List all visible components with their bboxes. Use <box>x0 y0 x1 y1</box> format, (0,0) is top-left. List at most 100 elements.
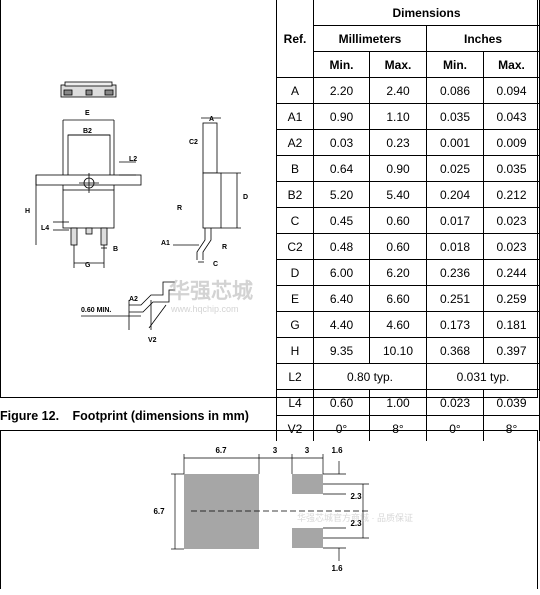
cell: 0.043 <box>482 103 540 130</box>
cell: 0.023 <box>482 207 540 234</box>
dim-gap: 3 <box>273 446 278 455</box>
cell: 0.023 <box>482 233 540 260</box>
header-dimensions: Dimensions <box>312 0 540 26</box>
cell: 5.20 <box>313 181 370 208</box>
dimensions-panel: E B2 L2 H L4 G B A C2 D R R A1 C A2 0.60… <box>0 0 540 441</box>
cell: 0.001 <box>426 129 484 156</box>
cell: 0.03 <box>313 129 370 156</box>
cell: A2 <box>276 129 314 156</box>
cell: 0.60 <box>369 207 427 234</box>
cell: C2 <box>276 233 314 260</box>
cell: 9.35 <box>313 337 370 364</box>
label-H: H <box>25 208 30 215</box>
figure-caption: Figure 12. Footprint (dimensions in mm) <box>0 409 249 423</box>
label-E: E <box>85 110 90 117</box>
cell: 6.20 <box>369 259 427 286</box>
cell: L4 <box>276 389 314 416</box>
dimension-lines <box>171 454 369 561</box>
cell: 0.60 <box>369 233 427 260</box>
cell: 0.64 <box>313 155 370 182</box>
cell: 4.40 <box>313 311 370 338</box>
label-A1: A1 <box>161 240 170 247</box>
label-R2: R <box>222 244 227 251</box>
header-inches: Inches <box>425 25 540 52</box>
dim-edge-top: 1.6 <box>331 446 343 455</box>
cell: 0.031 typ. <box>425 363 540 390</box>
watermark-sub: 华强芯城官方商城 · 品质保证 <box>297 512 413 523</box>
watermark-bottom: 华强芯城官方商城 · 品质保证 <box>297 512 413 523</box>
cell: 0.80 typ. <box>313 363 427 390</box>
cell: 0.368 <box>426 337 484 364</box>
label-L4: L4 <box>41 225 49 232</box>
cell: 0.212 <box>482 181 540 208</box>
pad-small-bottom <box>292 528 323 548</box>
cell: 10.10 <box>369 337 427 364</box>
cell: 0.181 <box>482 311 540 338</box>
cell: 0.035 <box>426 103 484 130</box>
watermark: 华强芯城 www.hqchip.com <box>169 279 253 314</box>
cell: 0.035 <box>482 155 540 182</box>
label-L2: L2 <box>129 156 137 163</box>
front-view-outline <box>35 119 142 268</box>
cell: E <box>276 285 314 312</box>
header-millimeters: Millimeters <box>313 25 427 52</box>
dim-pad-height: 6.7 <box>153 507 165 516</box>
label-V2: V2 <box>148 337 157 344</box>
header-mm-min: Min. <box>313 51 370 78</box>
label-B: B <box>113 246 118 253</box>
dim-edge-bottom: 1.6 <box>331 564 343 573</box>
cell: 0.039 <box>482 389 540 416</box>
cell: 0.397 <box>482 337 540 364</box>
cell: 8° <box>482 415 540 441</box>
cell: G <box>276 311 314 338</box>
watermark-cn: 华强芯城 <box>169 279 253 303</box>
dim-small-width: 3 <box>305 446 310 455</box>
label-D: D <box>243 194 248 201</box>
label-G: G <box>85 262 91 269</box>
cell: 0.244 <box>482 259 540 286</box>
cell: 2.40 <box>369 77 427 104</box>
dim-pad-width: 6.7 <box>215 446 227 455</box>
cell: 1.00 <box>369 389 427 416</box>
cell: 0.018 <box>426 233 484 260</box>
cell: 0.086 <box>426 77 484 104</box>
label-R1: R <box>177 205 182 212</box>
cell: B <box>276 155 314 182</box>
footprint-panel: 6.7 3 3 1.6 6.7 2.3 2.3 1.6 华强芯城官方商城 · 品… <box>0 430 538 589</box>
label-C: C <box>213 261 218 268</box>
label-min-note: 0.60 MIN. <box>81 307 111 314</box>
cell: 0.204 <box>426 181 484 208</box>
side-view-outline <box>173 117 241 263</box>
label-B2: B2 <box>83 128 92 135</box>
cell: 0.025 <box>426 155 484 182</box>
cell: 6.40 <box>313 285 370 312</box>
header-mm-max: Max. <box>369 51 427 78</box>
pad-small-top <box>292 474 323 494</box>
cell: 4.60 <box>369 311 427 338</box>
cell: H <box>276 337 314 364</box>
dimensions-table: Ref. Dimensions Millimeters Inches Min. … <box>276 0 540 441</box>
figure-title: Footprint (dimensions in mm) <box>72 409 249 423</box>
cell: B2 <box>276 181 314 208</box>
cell: 8° <box>369 415 427 441</box>
dim-pitch-1: 2.3 <box>350 492 362 501</box>
cell: 0.45 <box>313 207 370 234</box>
header-in-min: Min. <box>426 51 484 78</box>
cell: 0.90 <box>369 155 427 182</box>
label-C2: C2 <box>189 139 198 146</box>
cell: 0.48 <box>313 233 370 260</box>
pad-large <box>184 474 259 549</box>
footprint-drawing: 6.7 3 3 1.6 6.7 2.3 2.3 1.6 华强芯城官方商城 · 品… <box>153 446 413 573</box>
label-A2: A2 <box>129 296 138 303</box>
header-ref: Ref. <box>276 0 314 78</box>
cell: 0.017 <box>426 207 484 234</box>
